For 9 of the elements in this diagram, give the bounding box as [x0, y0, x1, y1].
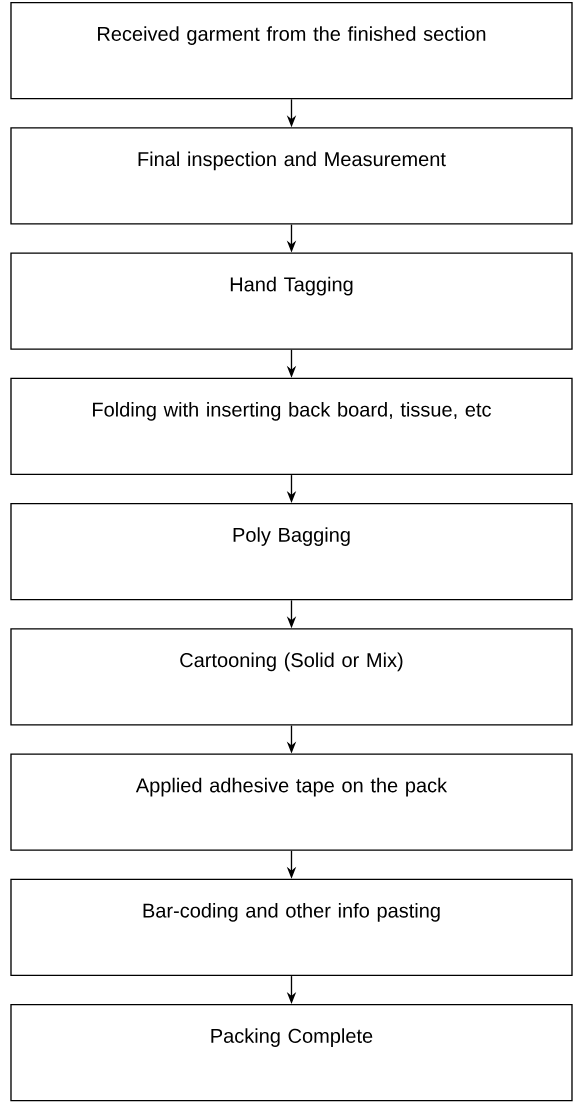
- process-box: Received garment from the finished section: [10, 2, 573, 100]
- process-box: Applied adhesive tape on the pack: [10, 753, 573, 851]
- process-box: Bar-coding and other info pasting: [10, 878, 573, 977]
- process-box: Final inspection and Measurement: [10, 127, 573, 225]
- process-box: Packing Complete: [10, 1004, 573, 1102]
- process-box: Hand Tagging: [10, 252, 573, 350]
- process-box: Cartooning (Solid or Mix): [10, 628, 573, 726]
- process-box: Folding with inserting back board, tissue, etc: [10, 377, 573, 476]
- process-box: Poly Bagging: [10, 503, 573, 601]
